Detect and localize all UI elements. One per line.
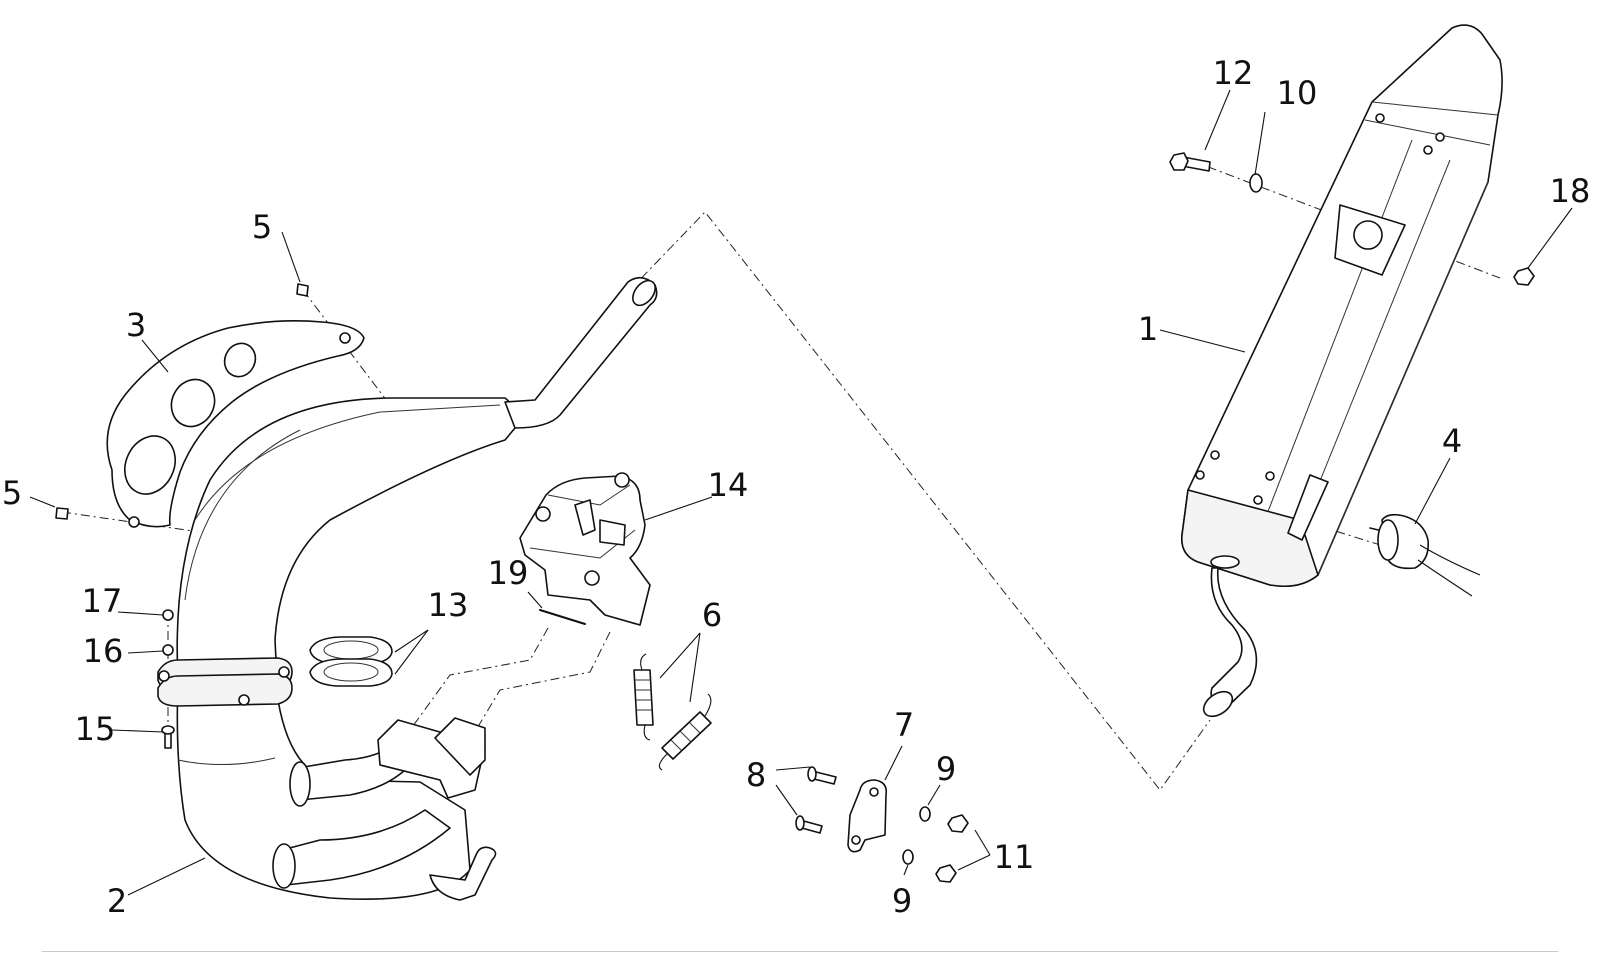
callout-7: 7: [894, 706, 914, 744]
callout-10: 10: [1277, 74, 1318, 112]
callout-12: 12: [1213, 54, 1254, 92]
nut-upper: [947, 814, 969, 833]
callout-2: 2: [107, 882, 127, 920]
screw-left: [55, 507, 69, 520]
springs: [633, 653, 712, 771]
washer-rear: [1249, 173, 1263, 193]
small-hardware: [55, 152, 1535, 883]
heat-shield: [106, 320, 365, 528]
callout-19: 19: [488, 554, 529, 592]
callout-4: 4: [1442, 422, 1462, 460]
callout-17: 17: [82, 582, 123, 620]
clamp-nut: [162, 609, 174, 621]
valve-cable: [539, 609, 586, 625]
callout-14: 14: [708, 466, 749, 504]
callout-8: 8: [746, 756, 766, 794]
callout-6: 6: [702, 596, 722, 634]
callout-3: 3: [126, 306, 146, 344]
sensor: [1369, 513, 1481, 597]
gaskets: [309, 636, 393, 687]
muffler: [1181, 24, 1503, 718]
clamp-washer: [162, 644, 174, 656]
callout-9-bottom: 9: [892, 882, 912, 920]
callout-18: 18: [1550, 172, 1591, 210]
leader-lines: [29, 89, 1573, 896]
callout-5-left: 5: [2, 474, 22, 512]
callout-16: 16: [83, 632, 124, 670]
nut-lower: [935, 864, 957, 883]
callout-9-top: 9: [936, 750, 956, 788]
rear-nut: [1513, 267, 1535, 286]
screw-top: [296, 283, 309, 297]
callout-11: 11: [994, 838, 1035, 876]
bolts: [795, 766, 837, 834]
exhaust-pipe: [157, 276, 658, 901]
valve-unit: [519, 472, 651, 626]
callout-15: 15: [75, 710, 116, 748]
callout-1: 1: [1138, 310, 1158, 348]
footer-divider: [42, 951, 1558, 952]
washer-bottom: [902, 849, 914, 865]
callout-labels: 1 2 3 4 5 5 6 7 8 9 9 10 11 12 13 14 15 …: [2, 54, 1591, 920]
washer-top: [919, 806, 931, 822]
callout-5-top: 5: [252, 208, 272, 246]
bracket: [847, 779, 888, 853]
callout-13: 13: [428, 586, 469, 624]
